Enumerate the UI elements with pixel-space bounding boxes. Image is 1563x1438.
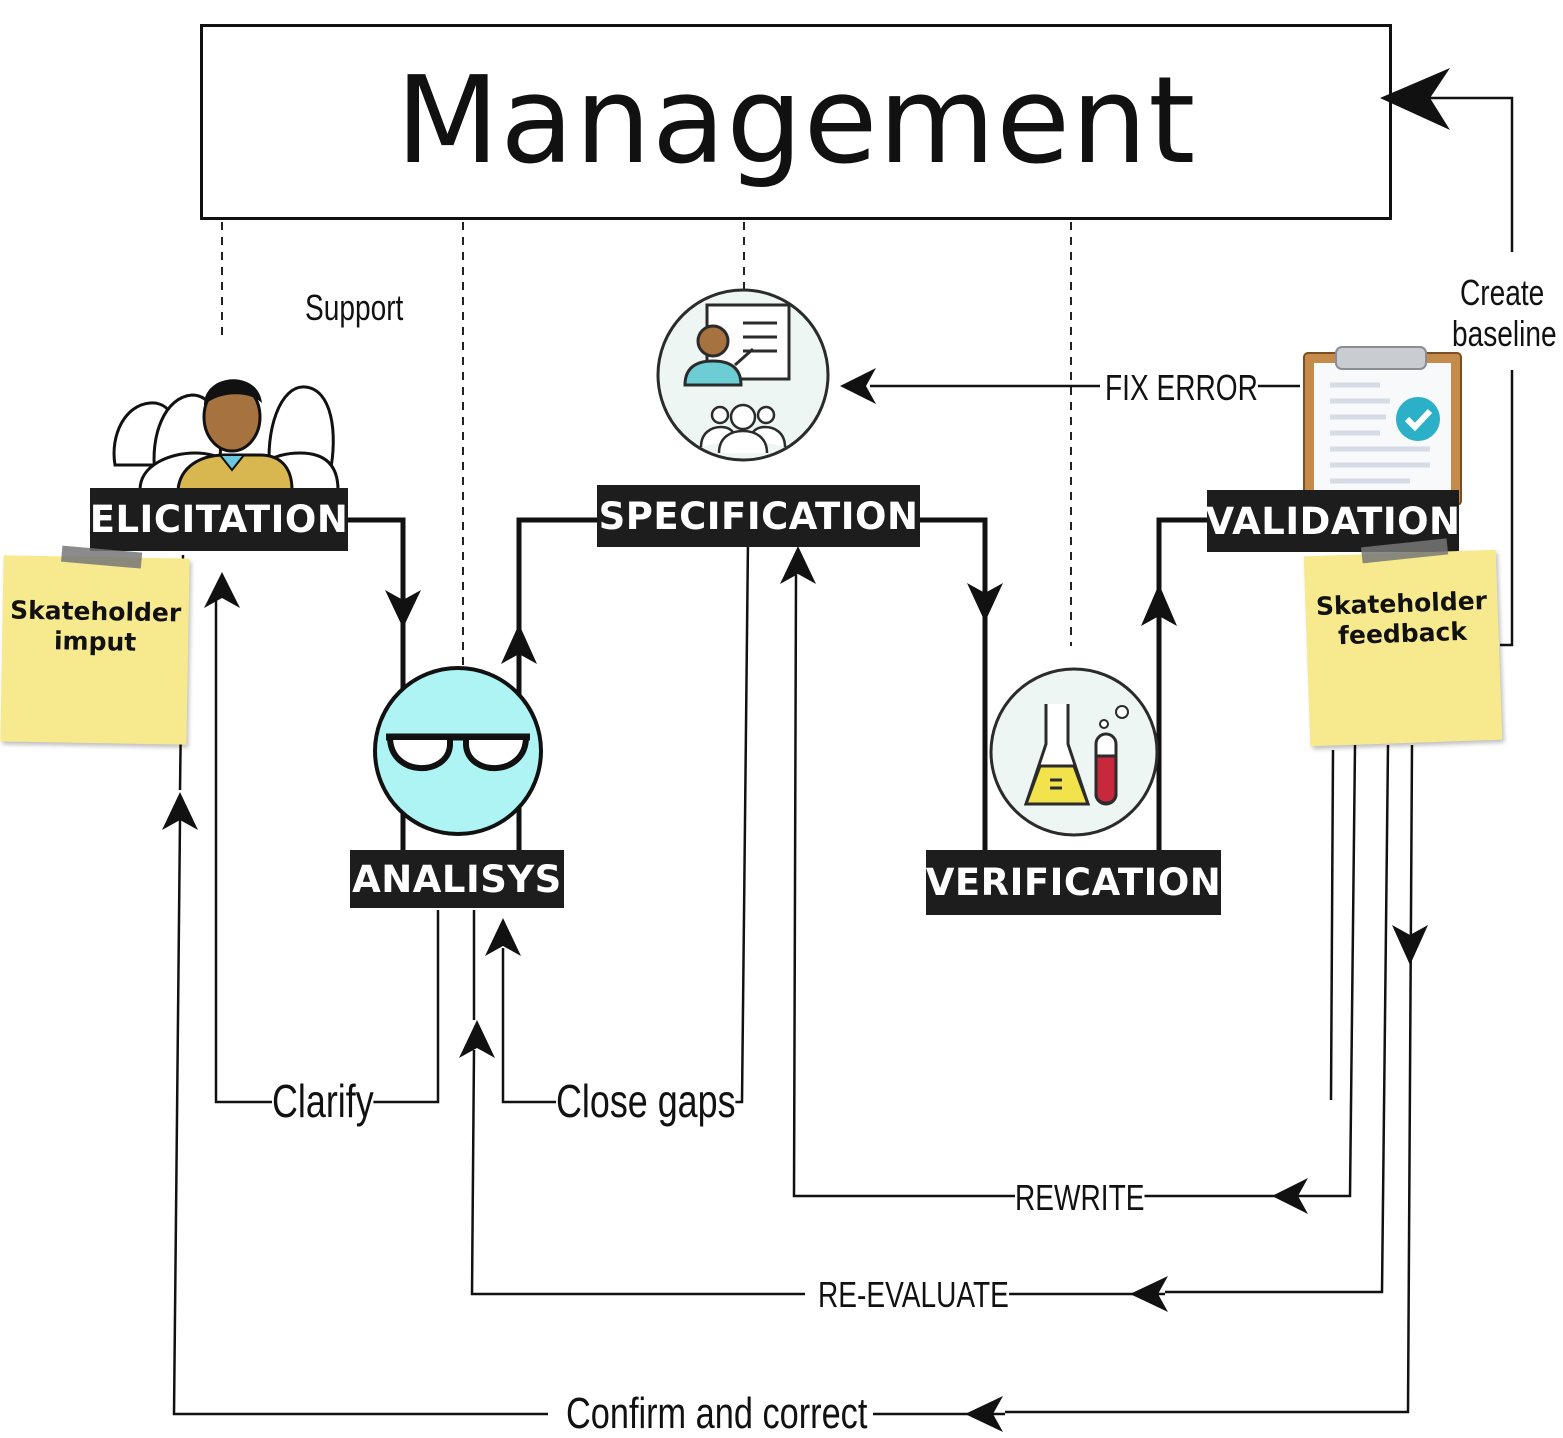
lab-flask-icon: [989, 667, 1159, 837]
presentation-icon: [656, 288, 830, 462]
stage-analysis: ANALISYS: [350, 850, 564, 908]
management-title: Management: [395, 52, 1197, 191]
glasses-icon: [373, 666, 543, 836]
stage-verification: VERIFICATION: [926, 850, 1221, 915]
label-close-gaps: Close gaps: [556, 1075, 736, 1127]
arrow-verification-to-validation: [1141, 584, 1177, 626]
management-box: Management: [200, 24, 1392, 220]
stage-elicitation: ELICITATION: [90, 488, 348, 551]
arrow-to-management: [1380, 68, 1450, 130]
arrow-analysis-to-specification: [501, 624, 537, 664]
label-fix-error: FIX ERROR: [1105, 367, 1258, 408]
label-support: Support: [305, 287, 404, 328]
clarify-loop: [214, 600, 440, 1104]
arrow-re-evaluate-up: [459, 1020, 495, 1058]
arrow-rewrite-in: [1272, 1178, 1308, 1214]
main-flow-arrowheads: [385, 583, 1177, 664]
note-stakeholder-feedback: Skateholder feedback: [1303, 538, 1503, 747]
clipboard-check-icon: [1303, 346, 1462, 505]
label-confirm-and-correct: Confirm and correct: [566, 1389, 868, 1438]
arrow-re-evaluate-in: [1130, 1276, 1168, 1312]
arrow-clarify: [204, 572, 240, 608]
arrow-elicitation-to-analysis: [385, 590, 421, 628]
arrow-confirm-in: [965, 1396, 1003, 1432]
arrow-fix-error: [840, 368, 876, 404]
arrow-specification-to-verification: [967, 583, 1003, 622]
note-stakeholder-feedback-line-2: feedback: [1337, 616, 1468, 651]
arrow-close-gaps: [485, 918, 521, 956]
arrow-confirm-up: [162, 792, 198, 830]
label-create-baseline-1: Create: [1460, 272, 1545, 313]
label-create-baseline-2: baseline: [1452, 313, 1557, 354]
stakeholder-group-icon: [112, 379, 340, 490]
feedback-lines: [1005, 744, 1414, 1414]
arrow-rewrite-up: [780, 546, 816, 584]
note-stakeholder-input-line-2: imput: [53, 626, 137, 657]
label-rewrite: REWRITE: [1015, 1177, 1145, 1218]
label-re-evaluate: RE-EVALUATE: [818, 1274, 1009, 1315]
support-dashed-lines: [221, 222, 1072, 666]
label-clarify: Clarify: [272, 1075, 374, 1127]
arrow-feedback-down: [1392, 925, 1428, 965]
create-baseline-line: [1400, 96, 1514, 647]
stage-specification: SPECIFICATION: [597, 485, 920, 547]
note-stakeholder-input-line-1: Skateholder: [9, 595, 182, 628]
note-stakeholder-input: Skateholder imput: [0, 545, 190, 745]
